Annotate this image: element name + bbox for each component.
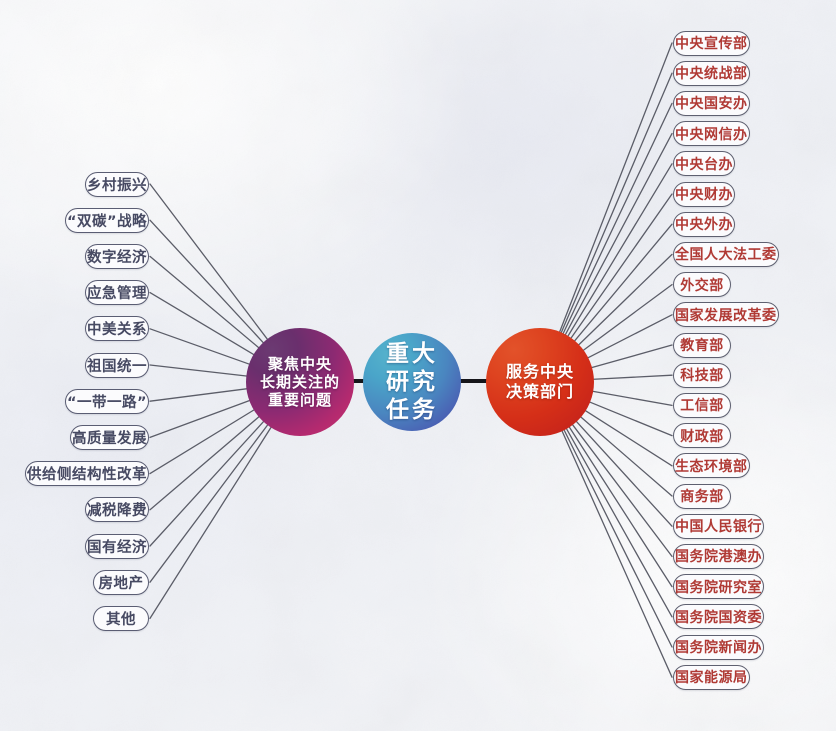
left-branch-item-9[interactable]: 供给侧结构性改革 [25,461,149,487]
left-branch-item-2[interactable]: “双碳”战略 [64,207,149,233]
right-branch-item-20[interactable]: 国务院国资委 [673,604,764,630]
right-branch-item-5[interactable]: 中央台办 [673,151,735,177]
node-right-line-2: 决策部门 [505,382,574,401]
left-branch-item-5[interactable]: 中美关系 [85,316,149,342]
left-branch-item-8[interactable]: 高质量发展 [70,424,149,450]
right-branch-item-10[interactable]: 国家发展改革委 [673,302,779,328]
right-branch-item-13[interactable]: 工信部 [673,392,731,418]
left-branch-item-7[interactable]: “一带一路” [64,388,149,414]
node-left-line-3: 重要问题 [267,391,332,410]
right-branch-item-3[interactable]: 中央国安办 [673,90,750,116]
right-branch-item-4[interactable]: 中央网信办 [673,121,750,147]
left-branch-item-3[interactable]: 数字经济 [85,243,149,269]
left-branch-item-10[interactable]: 减税降费 [85,497,149,523]
left-branch-item-1[interactable]: 乡村振兴 [85,171,149,197]
right-branch-item-14[interactable]: 财政部 [673,423,731,449]
right-branch-item-8[interactable]: 全国人大法工委 [673,241,779,267]
node-center-line-1: 重大 [386,340,438,367]
node-left-line-1: 聚焦中央 [267,354,332,373]
right-branch-item-16[interactable]: 商务部 [673,483,731,509]
right-branch-item-19[interactable]: 国务院研究室 [673,574,764,600]
right-branch-item-7[interactable]: 中央外办 [673,211,735,237]
right-branch-item-11[interactable]: 教育部 [673,332,731,358]
node-left[interactable]: 聚焦中央 长期关注的 重要问题 [246,328,354,436]
left-branch-item-4[interactable]: 应急管理 [85,280,149,306]
left-branch-item-6[interactable]: 祖国统一 [85,352,149,378]
right-branch-item-21[interactable]: 国务院新闻办 [673,634,764,660]
left-branch-item-13[interactable]: 其他 [93,605,149,631]
left-branch-item-12[interactable]: 房地产 [93,569,149,595]
right-branch-item-15[interactable]: 生态环境部 [673,453,750,479]
node-center-line-3: 任务 [386,397,438,424]
node-center[interactable]: 重大 研究 任务 [363,333,461,431]
right-branch-item-2[interactable]: 中央统战部 [673,60,750,86]
right-branch-item-12[interactable]: 科技部 [673,362,731,388]
right-branch-item-1[interactable]: 中央宣传部 [673,30,750,56]
node-center-line-2: 研究 [386,368,438,395]
right-branch-item-22[interactable]: 国家能源局 [673,664,750,690]
right-branch-item-18[interactable]: 国务院港澳办 [673,543,764,569]
left-branch-item-11[interactable]: 国有经济 [85,533,149,559]
right-branch-item-17[interactable]: 中国人民银行 [673,513,764,539]
node-right-line-1: 服务中央 [505,362,574,382]
node-left-line-2: 长期关注的 [259,372,340,391]
right-branch-item-9[interactable]: 外交部 [673,272,731,298]
node-right[interactable]: 服务中央 决策部门 [486,328,594,436]
right-branch-item-6[interactable]: 中央财办 [673,181,735,207]
